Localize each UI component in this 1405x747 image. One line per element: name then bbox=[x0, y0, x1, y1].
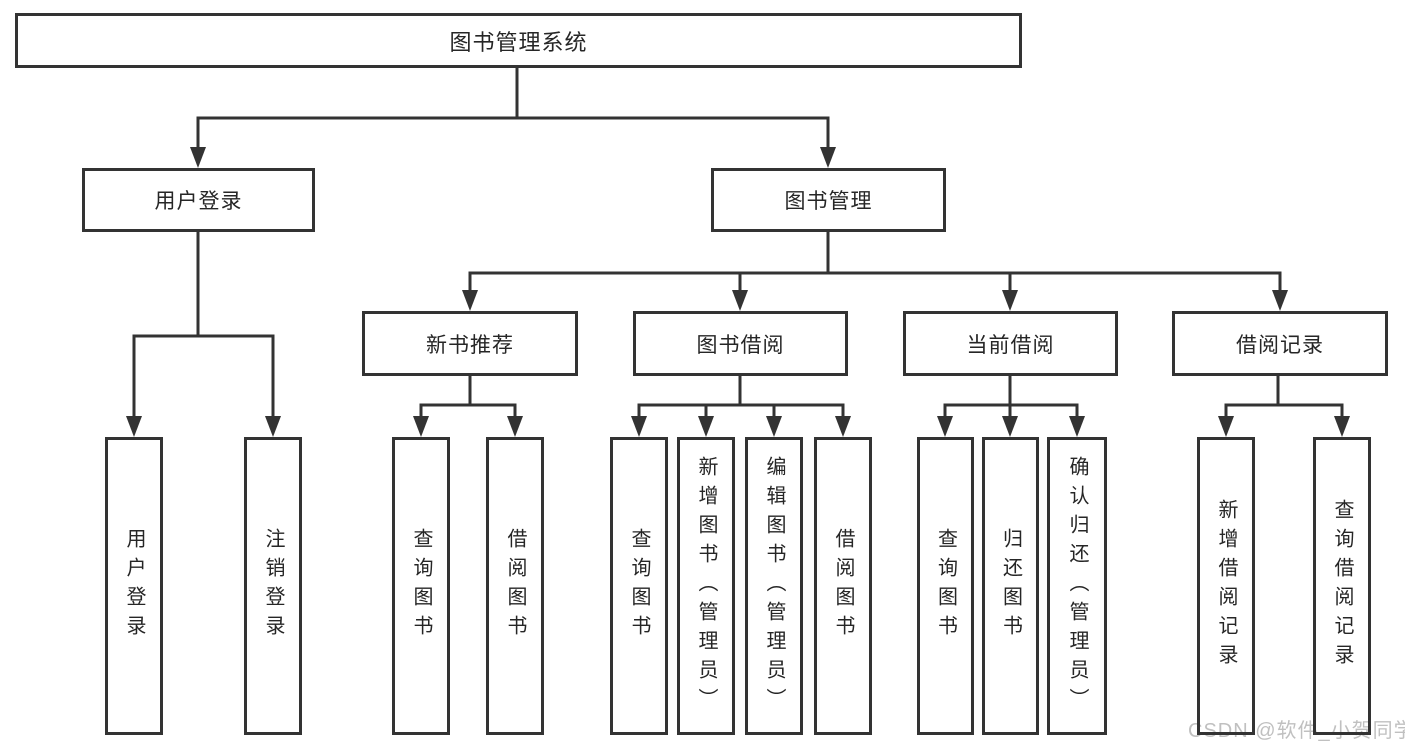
leaf-confirm-return-admin: 确认归还（管理员） bbox=[1047, 437, 1107, 735]
node-label: 借阅记录 bbox=[1236, 333, 1324, 357]
node-current-borrow: 当前借阅 bbox=[903, 311, 1118, 376]
leaf-return-books: 归还图书 bbox=[982, 437, 1039, 735]
node-label: 新增借阅记录 bbox=[1215, 499, 1237, 673]
node-label: 编辑图书（管理员） bbox=[763, 455, 785, 717]
node-label: 图书借阅 bbox=[696, 333, 785, 357]
node-label: 新书推荐 bbox=[426, 333, 514, 357]
node-user-login: 用户登录 bbox=[82, 168, 315, 232]
leaf-query-books-recommend: 查询图书 bbox=[392, 437, 450, 735]
node-label: 借阅图书 bbox=[504, 528, 526, 644]
node-label: 借阅图书 bbox=[832, 528, 854, 644]
leaf-add-books-admin: 新增图书（管理员） bbox=[677, 437, 735, 735]
leaf-logout: 注销登录 bbox=[244, 437, 302, 735]
node-label: 图书管理系统 bbox=[449, 29, 588, 55]
leaf-user-login: 用户登录 bbox=[105, 437, 163, 735]
node-label: 查询图书 bbox=[934, 528, 957, 644]
node-library-management-system: 图书管理系统 bbox=[15, 13, 1022, 68]
leaf-add-borrow-record: 新增借阅记录 bbox=[1197, 437, 1255, 735]
node-label: 当前借阅 bbox=[966, 333, 1055, 357]
leaf-query-books: 查询图书 bbox=[610, 437, 668, 735]
leaf-edit-books-admin: 编辑图书（管理员） bbox=[745, 437, 803, 735]
leaf-query-books-current: 查询图书 bbox=[917, 437, 974, 735]
node-label: 查询图书 bbox=[410, 528, 432, 644]
node-label: 查询借阅记录 bbox=[1331, 499, 1353, 673]
leaf-borrow-books: 借阅图书 bbox=[814, 437, 872, 735]
node-book-borrow: 图书借阅 bbox=[633, 311, 848, 376]
node-label: 新增图书（管理员） bbox=[695, 455, 717, 717]
node-label: 注销登录 bbox=[262, 528, 284, 644]
node-label: 归还图书 bbox=[999, 528, 1022, 644]
node-label: 图书管理 bbox=[784, 190, 873, 213]
node-label: 确认归还（管理员） bbox=[1066, 455, 1088, 717]
leaf-query-borrow-record: 查询借阅记录 bbox=[1313, 437, 1371, 735]
leaf-borrow-books-recommend: 借阅图书 bbox=[486, 437, 544, 735]
csdn-watermark: CSDN @软件_小贺同学 bbox=[1188, 720, 1405, 742]
node-label: 用户登录 bbox=[154, 190, 243, 213]
node-borrow-records: 借阅记录 bbox=[1172, 311, 1388, 376]
node-label: 用户登录 bbox=[123, 528, 145, 644]
node-new-book-recommend: 新书推荐 bbox=[362, 311, 578, 376]
node-label: 查询图书 bbox=[628, 528, 650, 644]
node-book-management: 图书管理 bbox=[711, 168, 946, 232]
